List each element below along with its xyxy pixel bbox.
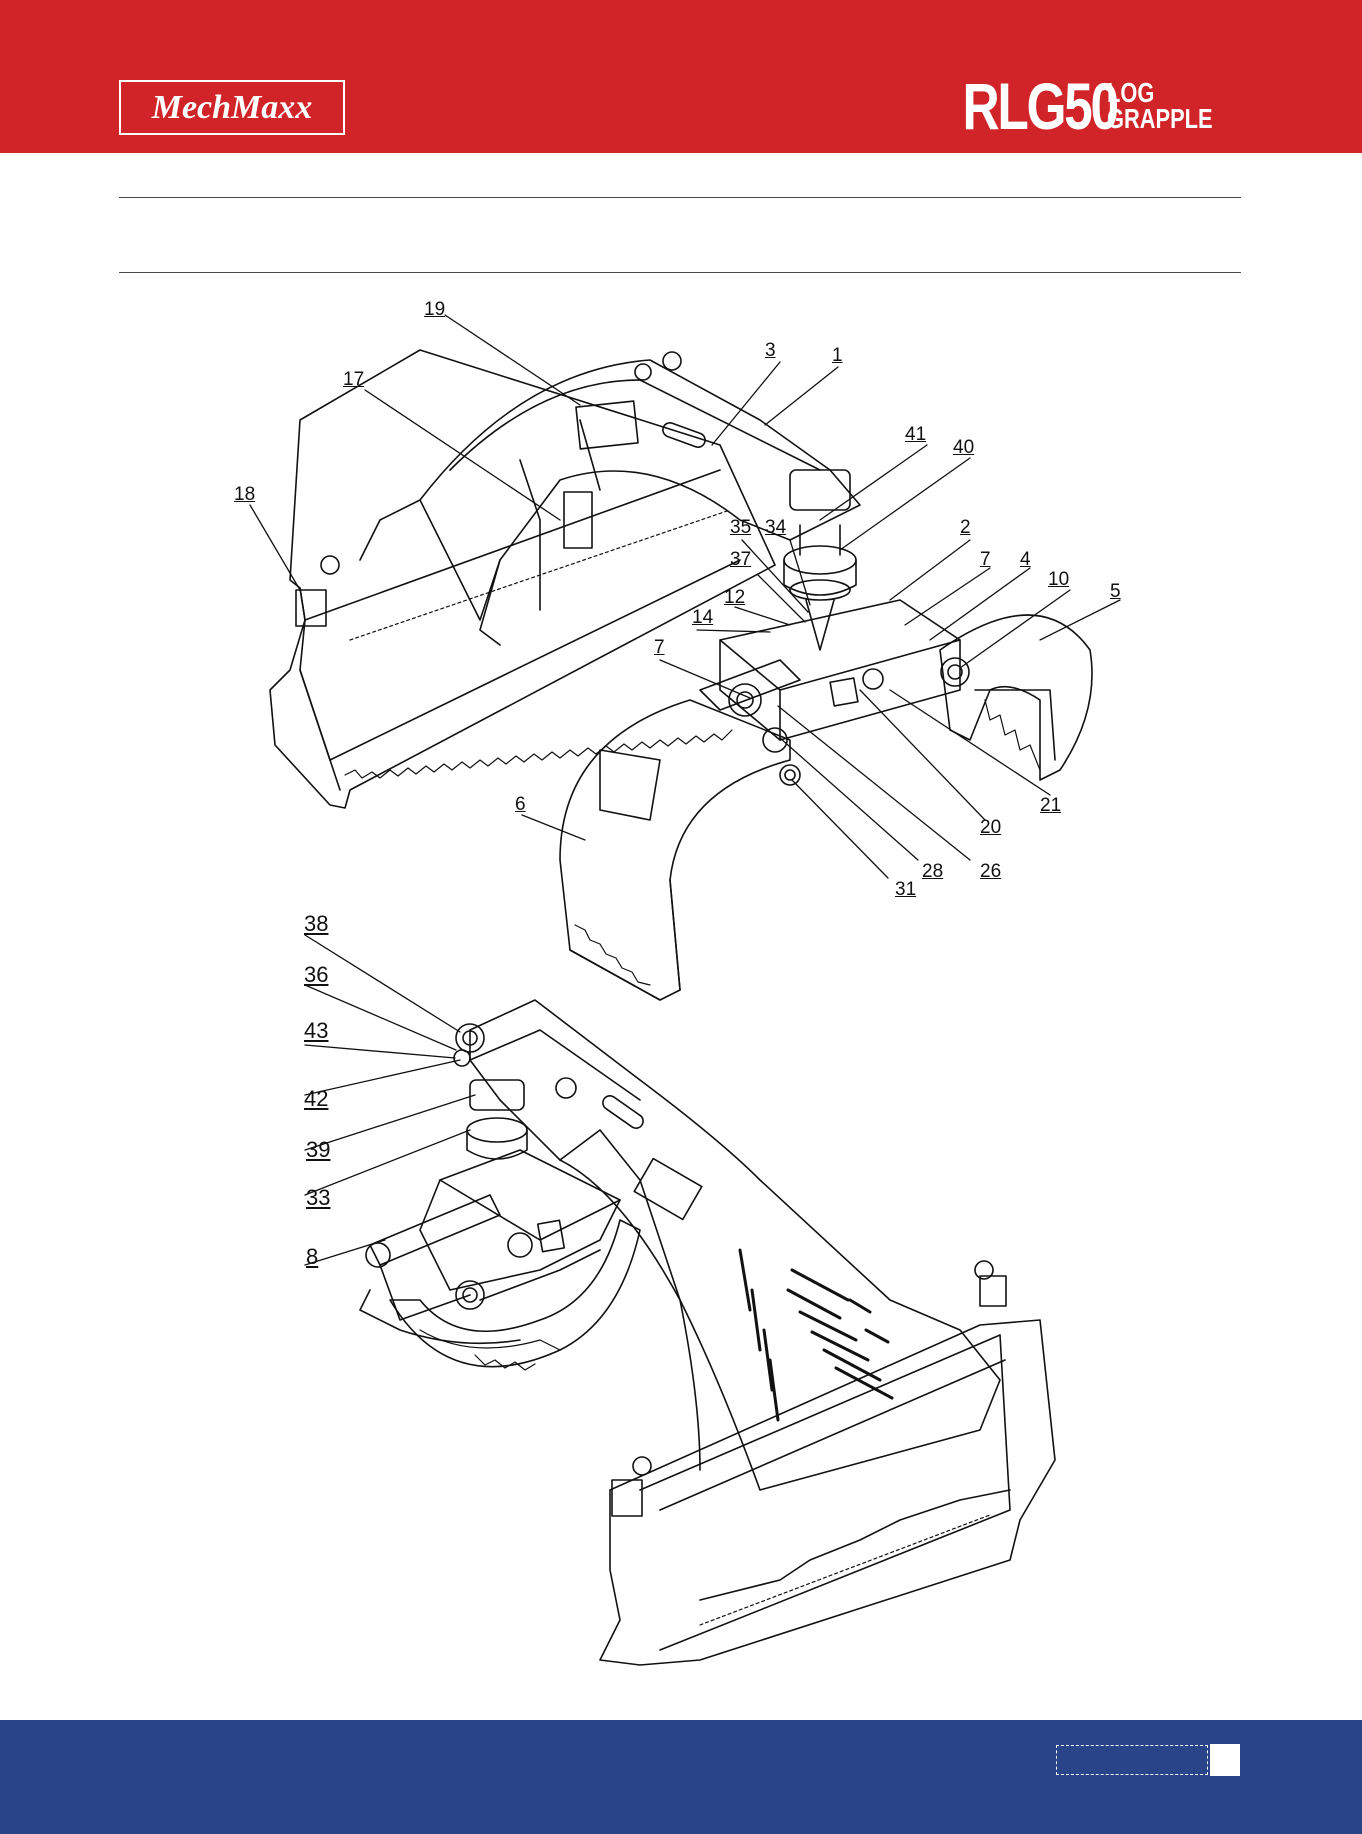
bottom-grapple-view <box>360 1000 1055 1665</box>
callout-34: 34 <box>765 518 786 538</box>
callout-42: 42 <box>304 1089 328 1109</box>
callout-3: 3 <box>765 341 776 361</box>
callout-8: 8 <box>306 1247 318 1267</box>
callout-36: 36 <box>304 965 328 985</box>
callout-31: 31 <box>895 880 916 900</box>
callout-33: 33 <box>306 1188 330 1208</box>
callout-37: 37 <box>730 550 751 570</box>
callout-6: 6 <box>515 795 526 815</box>
callout-7-lower: 7 <box>654 638 665 658</box>
callout-2: 2 <box>960 518 971 538</box>
callout-17: 17 <box>343 370 364 390</box>
callout-10: 10 <box>1048 570 1069 590</box>
callout-43: 43 <box>304 1021 328 1041</box>
callout-12: 12 <box>724 588 745 608</box>
callout-40: 40 <box>953 438 974 458</box>
callout-38: 38 <box>304 914 328 934</box>
leader-lines <box>250 315 1120 1265</box>
callout-35: 35 <box>730 518 751 538</box>
footer-banner <box>0 1720 1362 1834</box>
page-number-box <box>1056 1745 1208 1775</box>
callout-7: 7 <box>980 550 991 570</box>
callout-26: 26 <box>980 862 1001 882</box>
callout-14: 14 <box>692 608 713 628</box>
callout-18: 18 <box>234 485 255 505</box>
callout-19: 19 <box>424 300 445 320</box>
callout-5: 5 <box>1110 582 1121 602</box>
callout-21: 21 <box>1040 796 1061 816</box>
callout-20: 20 <box>980 818 1001 838</box>
callout-28: 28 <box>922 862 943 882</box>
callout-39: 39 <box>306 1140 330 1160</box>
callout-41: 41 <box>905 425 926 445</box>
callout-4: 4 <box>1020 550 1031 570</box>
callout-1: 1 <box>832 346 843 366</box>
page-number-square <box>1210 1744 1240 1776</box>
